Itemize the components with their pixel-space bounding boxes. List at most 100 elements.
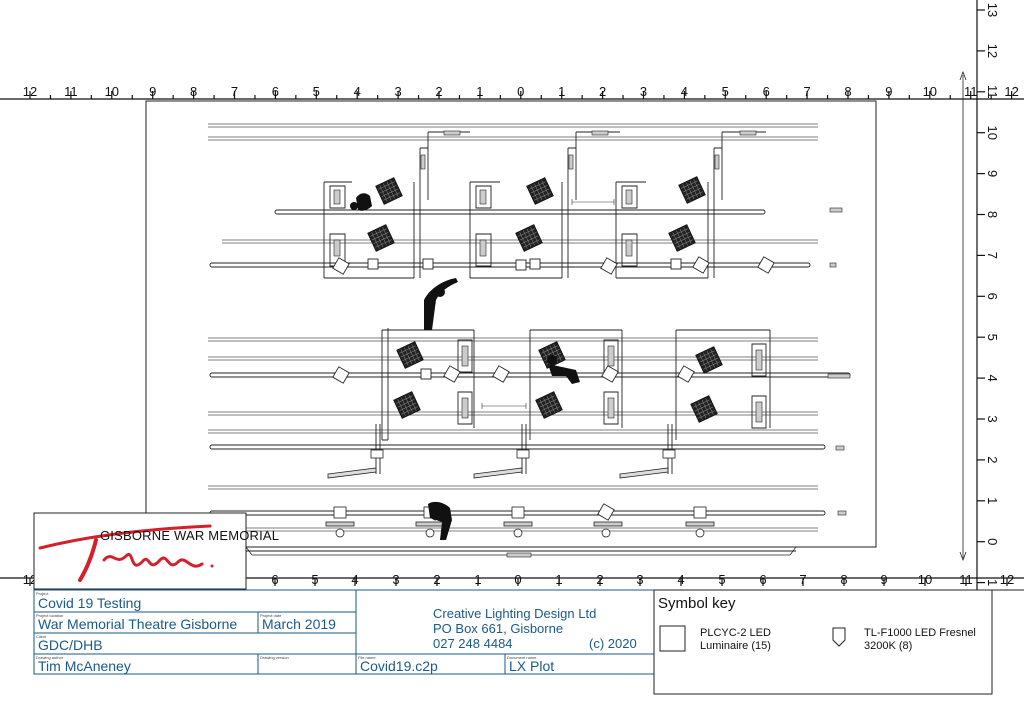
logo-box [33, 512, 247, 590]
ruler-right-label: 13 [985, 3, 1000, 17]
ruler-bottom-label: 3 [636, 572, 643, 587]
ruler-top-label: 5 [722, 84, 729, 99]
plcyc-luminaire-icon [690, 395, 718, 423]
client-value: GDC/DHB [38, 637, 103, 653]
ruler-top-label: 5 [313, 84, 320, 99]
ruler-top-label: 4 [354, 84, 361, 99]
plcyc-luminaire-icon [367, 224, 395, 252]
fresnel-icon [515, 259, 527, 271]
test-booth-frames [323, 131, 771, 474]
ruler-bottom-label: 8 [840, 572, 847, 587]
ruler-bottom-label: 6 [271, 572, 278, 587]
ruler-right-label: 6 [985, 293, 1000, 300]
batten-fixtures [333, 130, 851, 516]
plcyc-luminaire-icon [393, 391, 421, 419]
ruler-top-label: 9 [885, 84, 892, 99]
file-name-value: Covid19.c2p [360, 658, 438, 674]
fresnel-icon [670, 258, 682, 270]
ruler-top-label: 11 [64, 84, 78, 99]
caption-project: Project [36, 591, 49, 596]
ruler-bottom-label: 3 [392, 572, 399, 587]
symbol-key-frame [653, 589, 1024, 695]
ruler-bottom-label: 12 [1000, 572, 1014, 587]
caption-date: Project date [260, 613, 282, 618]
location-value: War Memorial Theatre Gisborne [38, 616, 238, 632]
fresnel-icon [597, 503, 615, 521]
ruler-right-label: 11 [985, 85, 1000, 99]
fresnel-fixtures [332, 256, 775, 521]
ruler-right-label: 5 [985, 334, 1000, 341]
fresnel-icon [332, 366, 350, 384]
ruler-bottom-label: 7 [799, 572, 806, 587]
ruler-top-label: 3 [640, 84, 647, 99]
caption-client: Client [36, 634, 47, 639]
ruler-top-label: 10 [105, 84, 119, 99]
symbol-key-title: Symbol key [658, 595, 736, 612]
plcyc-luminaire-icon [678, 176, 706, 204]
fresnel-icon [529, 258, 541, 270]
theatre-logo-icon [38, 524, 214, 582]
symbol-key-item-luminaire: PLCYC-2 LED Luminaire (15) [700, 627, 771, 652]
fresnel-icon [332, 257, 350, 275]
dimension-markers [481, 199, 615, 409]
ruler-top-label: 9 [149, 84, 156, 99]
ruler-bottom-label: 2 [596, 572, 603, 587]
ruler-right-label: 2 [985, 456, 1000, 463]
ruler-top-label: 11 [964, 84, 978, 99]
ruler-top-label: 8 [844, 84, 851, 99]
symbol-key-item-fresnel: TL-F1000 LED Fresnel 3200K (8) [864, 627, 976, 652]
author-value: Tim McAneney [38, 658, 131, 674]
ruler-right-label: 0 [985, 538, 1000, 545]
title-block-frame [33, 589, 655, 675]
ruler-top-label: 1 [476, 84, 483, 99]
ruler-right-label: 1 [985, 497, 1000, 504]
fresnel-icon [601, 365, 619, 383]
ruler-right-label: 3 [985, 415, 1000, 422]
copyright: (c) 2020 [589, 636, 637, 651]
ruler-bottom-label: 2 [433, 572, 440, 587]
stage-outline [145, 100, 877, 548]
company-name: Creative Lighting Design Ltd [433, 606, 597, 621]
caption-author: Drawing author [36, 655, 64, 660]
ruler-top-label: 1 [558, 84, 565, 99]
ruler-right-label: 1 [985, 579, 1000, 586]
ruler-bottom-label: 11 [959, 572, 973, 587]
fresnel-icon [492, 365, 510, 383]
fresnel-icon [422, 258, 434, 270]
ruler-top-label: 6 [272, 84, 279, 99]
caption-file: File name [358, 655, 376, 660]
ruler-right-label: 10 [985, 125, 1000, 139]
plcyc-luminaire-icon [535, 391, 563, 419]
angled-battens [327, 449, 676, 479]
fresnel-icon [420, 368, 432, 380]
fresnel-icon [600, 257, 618, 275]
plcyc-luminaires [367, 176, 723, 423]
ruler-bottom-label: 1 [474, 572, 481, 587]
plcyc-luminaire-icon [695, 346, 723, 374]
fresnel-icon [677, 365, 695, 383]
ruler-top-label: 8 [190, 84, 197, 99]
ruler-right-label: 8 [985, 211, 1000, 218]
fresnel-icon [367, 258, 379, 270]
ruler-top-label: 2 [599, 84, 606, 99]
symbol-key-fresnel-icon [832, 627, 846, 647]
project-value: Covid 19 Testing [38, 595, 142, 611]
company-phone: 027 248 4484 [433, 636, 513, 651]
logo-caption: GISBORNE WAR MEMORIAL [100, 528, 280, 543]
ruler-bottom-label: 6 [759, 572, 766, 587]
ruler-top-label: 3 [394, 84, 401, 99]
date-value: March 2019 [262, 616, 336, 632]
caption-version: Drawing version [260, 655, 289, 660]
plcyc-luminaire-icon [668, 224, 696, 252]
ruler-bottom-label: 4 [677, 572, 684, 587]
ruler-top-label: 2 [435, 84, 442, 99]
ruler-top-label: 12 [23, 84, 37, 99]
ruler-bottom-label: 5 [311, 572, 318, 587]
company-address: PO Box 661, Gisborne [433, 621, 564, 636]
ruler-bottom-label: 1 [555, 572, 562, 587]
ruler-bottom-label: 4 [351, 572, 358, 587]
ruler-top-label: 4 [681, 84, 688, 99]
fresnel-icon [692, 256, 710, 274]
